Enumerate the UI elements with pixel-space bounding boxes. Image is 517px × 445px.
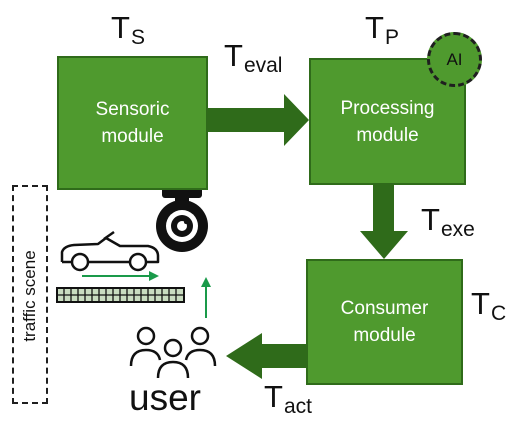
ai-badge: AI xyxy=(427,32,482,87)
user-label: user xyxy=(129,377,201,418)
label-tc: TC xyxy=(471,286,507,325)
consumer-module: Consumer module xyxy=(306,259,463,385)
traffic-scene-label: traffic scene xyxy=(20,250,39,342)
users-icon xyxy=(129,326,217,379)
arrow-processing-to-consumer xyxy=(360,185,408,259)
arrow-sensoric-to-processing xyxy=(208,94,309,146)
label-ts: TS xyxy=(111,10,145,49)
label-teval: Teval xyxy=(224,38,283,77)
motion-arrow-icon xyxy=(82,271,159,281)
car-icon xyxy=(60,230,160,272)
upward-arrow-icon xyxy=(201,277,211,318)
arrow-consumer-to-user xyxy=(226,333,306,379)
sensoric-module: Sensoric module xyxy=(57,56,208,190)
road-barrier-icon xyxy=(56,287,185,303)
camera-icon xyxy=(156,184,208,252)
traffic-scene-box xyxy=(12,185,48,404)
label-tp: TP xyxy=(365,10,399,49)
label-tact: Tact xyxy=(264,379,312,418)
label-texe: Texe xyxy=(421,202,475,241)
